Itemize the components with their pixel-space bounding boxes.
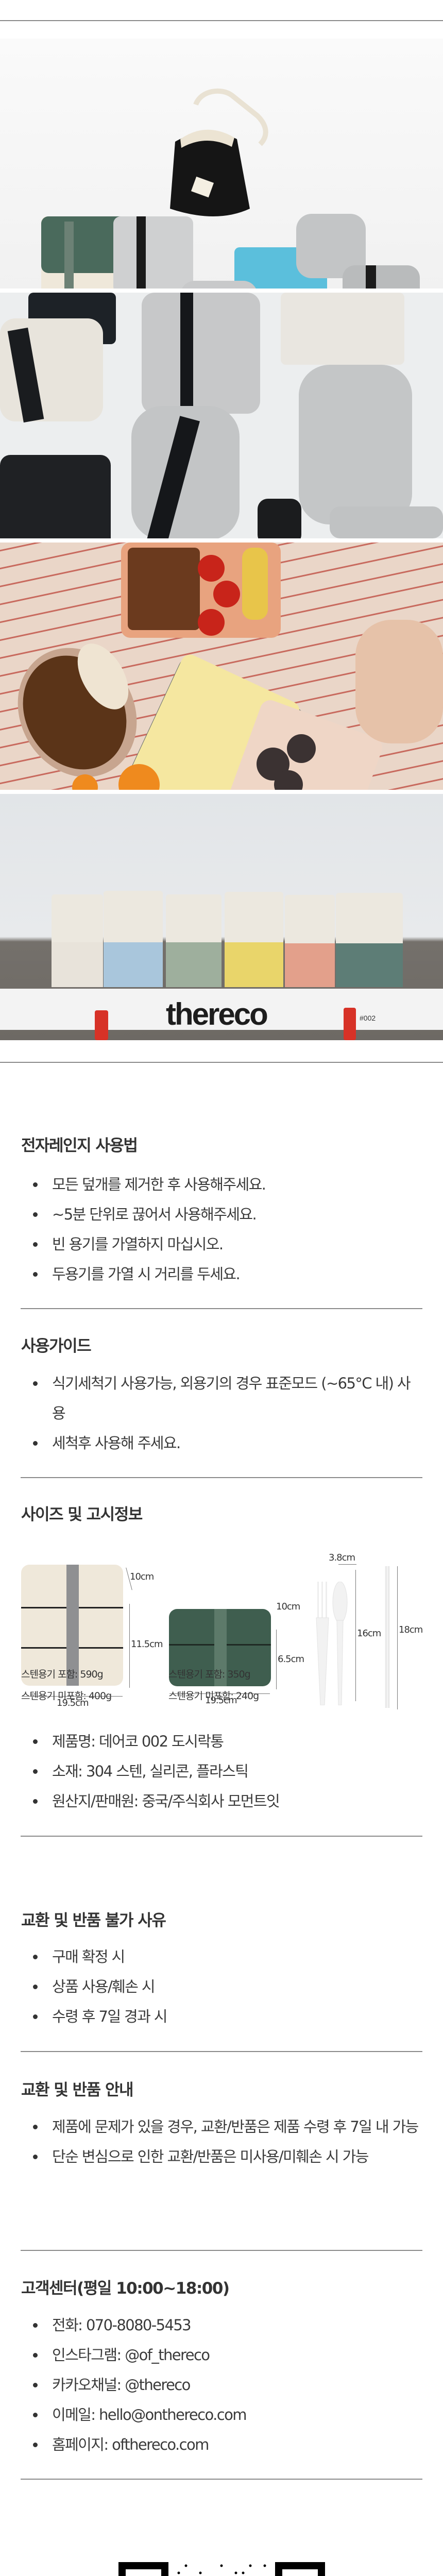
list-item: 제품에 문제가 있을 경우, 교환/반품은 제품 수령 후 7일 내 가능 <box>0 2112 443 2142</box>
single-tier-width-line <box>169 1693 270 1694</box>
usage-guide-title: 사용가이드 <box>21 1337 92 1355</box>
section-divider <box>21 2051 422 2052</box>
microwave-usage-title: 전자레인지 사용법 <box>21 1137 138 1155</box>
spoon-length-line <box>355 1570 356 1701</box>
single-tier-depth-label: 10cm <box>276 1601 300 1612</box>
two-tier-height-label: 11.5cm <box>131 1639 163 1650</box>
bullet-icon <box>33 1272 38 1277</box>
cutlery-width-label: 3.8cm <box>329 1552 355 1563</box>
list-item: 빈 용기를 가열하지 마십시오. <box>0 1229 443 1259</box>
table-brand-text: thereco <box>166 997 267 1031</box>
two-tier-width-line <box>22 1696 123 1697</box>
section-divider <box>21 2479 422 2480</box>
bullet-icon <box>33 1441 38 1446</box>
list-item: ~5분 단위로 끊어서 사용해주세요. <box>0 1199 443 1229</box>
two-tier-width-label: 19.5cm <box>57 1698 89 1708</box>
bullet-icon <box>33 1182 38 1187</box>
cutlery-width-line <box>338 1564 356 1565</box>
bullet-icon <box>33 2353 38 2358</box>
size-info-title: 사이즈 및 고시정보 <box>21 1505 143 1524</box>
list-item: 모든 덮개를 제거한 후 사용해주세요. <box>0 1170 443 1199</box>
bullet-icon <box>33 2323 38 2328</box>
single-tier-weight-without: 스텐용기 미포함: 240g <box>168 1690 259 1702</box>
chopsticks-length-line <box>397 1566 398 1709</box>
two-tier-weight-without: 스텐용기 미포함: 400g <box>21 1690 112 1702</box>
bullet-icon <box>33 2125 38 2129</box>
no-return-title: 교환 및 반품 불가 사유 <box>21 1911 166 1930</box>
customer-center-title: 고객센터(평일 10:00~18:00) <box>21 2279 230 2298</box>
two-tier-depth-label: 10cm <box>130 1571 154 1582</box>
list-item: 수령 후 7일 경과 시 <box>0 2002 443 2031</box>
qr-code-icon: thereco <box>118 2562 325 2576</box>
bullet-icon <box>33 2155 38 2159</box>
fork-spoon-image <box>313 1581 352 1706</box>
photos-divider <box>0 1062 443 1063</box>
return-info-title: 교환 및 반품 안내 <box>21 2081 134 2099</box>
bullet-icon <box>33 2443 38 2447</box>
qr-code[interactable]: thereco <box>118 2562 325 2576</box>
section-divider <box>21 2250 422 2251</box>
chopsticks-length-label: 18cm <box>399 1624 423 1635</box>
bullet-icon <box>33 2413 38 2417</box>
product-lineup-illustration <box>41 88 420 289</box>
list-item: 소재: 304 스텐, 실리콘, 플라스틱 <box>0 1756 443 1786</box>
list-item: 단순 변심으로 인한 교환/반품은 미사용/미훼손 시 가능 <box>0 2142 443 2172</box>
single-tier-box-image <box>169 1609 271 1686</box>
two-tier-weight-with: 스텐용기 포함: 590g <box>21 1669 104 1680</box>
list-item: 세척후 사용해 주세요. <box>0 1428 443 1458</box>
height-line <box>129 1604 130 1688</box>
list-item: 제품명: 데어코 002 도시락통 <box>0 1726 443 1756</box>
bullet-icon <box>33 1985 38 1989</box>
bullet-icon <box>33 2383 38 2387</box>
single-tier-height-label: 6.5cm <box>278 1654 304 1665</box>
product-lineup-photo <box>0 39 443 289</box>
stainless-containers-photo <box>0 293 443 538</box>
section-divider <box>21 1477 422 1478</box>
microwave-usage-list: 모든 덮개를 제거한 후 사용해주세요. ~5분 단위로 끊어서 사용해주세요.… <box>0 1170 443 1289</box>
list-item-phone: 전화: 070-8080-5453 <box>0 2310 443 2340</box>
list-item: 두용기를 가열 시 거리를 두세요. <box>0 1259 443 1289</box>
list-item: 상품 사용/훼손 시 <box>0 1972 443 2002</box>
no-return-list: 구매 확정 시 상품 사용/훼손 시 수령 후 7일 경과 시 <box>0 1942 443 2031</box>
chopsticks-image <box>384 1566 390 1708</box>
color-stack-photo: thereco #002 <box>0 794 443 1040</box>
two-tier-box-image <box>21 1565 123 1686</box>
list-item: 식기세척기 사용가능, 외용기의 경우 표준모드 (~65°C 내) 사용 <box>0 1368 443 1428</box>
bullet-icon <box>33 1955 38 1959</box>
size-diagram: 10cm 11.5cm <box>0 1551 443 1688</box>
stainless-containers-illustration <box>0 293 443 538</box>
single-tier-height-line <box>276 1630 277 1689</box>
bullet-icon <box>33 1381 38 1386</box>
single-tier-width-label: 19.5cm <box>205 1695 237 1706</box>
bullet-icon <box>33 1739 38 1744</box>
top-divider <box>0 20 443 21</box>
bullet-icon <box>33 1212 38 1217</box>
list-item: 구매 확정 시 <box>0 1942 443 1972</box>
single-tier-weight-with: 스텐용기 포함: 350g <box>168 1669 251 1680</box>
food-lunchbox-illustration <box>0 543 443 790</box>
spoon-length-label: 16cm <box>357 1628 381 1639</box>
table-tag-text: #002 <box>360 1014 376 1022</box>
bullet-icon <box>33 1242 38 1247</box>
section-divider <box>21 1836 422 1837</box>
list-item-email: 이메일: hello@onthereco.com <box>0 2400 443 2430</box>
bullet-icon <box>33 1799 38 1804</box>
product-info-list: 제품명: 데어코 002 도시락통 소재: 304 스텐, 실리콘, 플라스틱 … <box>0 1726 443 1816</box>
list-item-kakao: 카카오채널: @thereco <box>0 2370 443 2400</box>
food-lunchbox-photo <box>0 543 443 790</box>
bullet-icon <box>33 2014 38 2019</box>
list-item-instagram: 인스타그램: @of_thereco <box>0 2340 443 2370</box>
lunchbox-stack <box>52 891 403 987</box>
list-item: 원산지/판매원: 중국/주식회사 모먼트잇 <box>0 1786 443 1816</box>
usage-guide-list: 식기세척기 사용가능, 외용기의 경우 표준모드 (~65°C 내) 사용 세척… <box>0 1368 443 1458</box>
return-info-list: 제품에 문제가 있을 경우, 교환/반품은 제품 수령 후 7일 내 가능 단순… <box>0 2112 443 2172</box>
bullet-icon <box>33 1769 38 1774</box>
section-divider <box>21 1308 422 1309</box>
color-stack-illustration: thereco #002 <box>0 891 443 1040</box>
list-item-homepage: 홈페이지: ofthereco.com <box>0 2430 443 2460</box>
customer-center-list: 전화: 070-8080-5453 인스타그램: @of_thereco 카카오… <box>0 2310 443 2460</box>
